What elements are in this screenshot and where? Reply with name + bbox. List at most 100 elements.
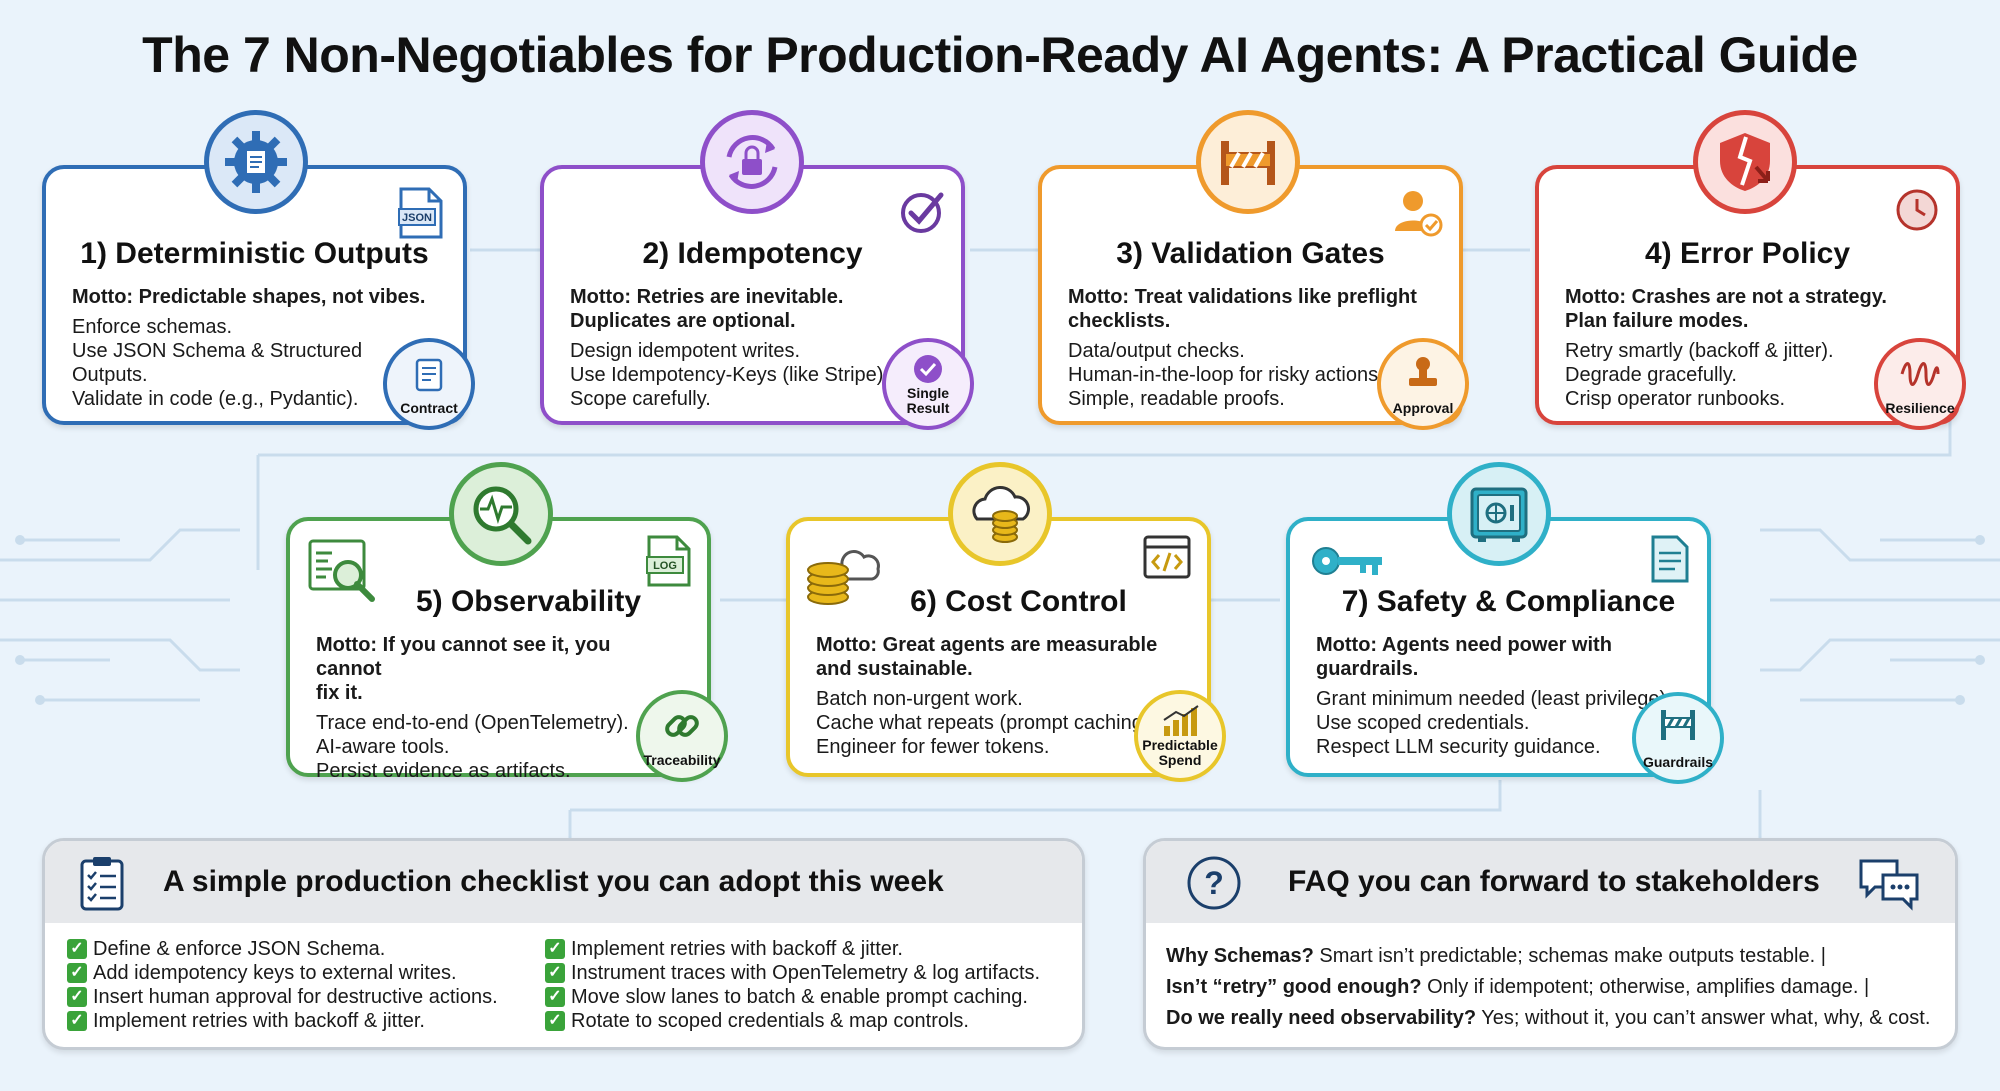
card-line: Respect LLM security guidance. bbox=[1316, 736, 1601, 758]
faq-panel: ? FAQ you can forward to stakeholders Wh… bbox=[1143, 838, 1958, 1050]
checkmark-icon: ✓ bbox=[67, 987, 87, 1007]
card-motto: and sustainable. bbox=[816, 658, 973, 680]
faq-answer: Smart isn’t predictable; schemas make ou… bbox=[1313, 945, 1826, 967]
card-line: Scope carefully. bbox=[570, 388, 711, 410]
card-motto: Duplicates are optional. bbox=[570, 310, 796, 332]
log-file-icon: LOG bbox=[645, 535, 691, 592]
checkmark-icon: ✓ bbox=[67, 1011, 87, 1031]
faq-item: Isn’t “retry” good enough? Only if idemp… bbox=[1166, 972, 1946, 1003]
card-line: Retry smartly (backoff & jitter). bbox=[1565, 340, 1834, 362]
faq-answer: Yes; without it, you can’t answer what, … bbox=[1476, 1007, 1931, 1029]
json-file-icon: JSON bbox=[397, 187, 443, 244]
badge-label: Resilience bbox=[1885, 400, 1955, 416]
card-safety-compliance: 7) Safety & Compliance Motto: Agents nee… bbox=[1286, 517, 1711, 777]
resilience-badge: Resilience bbox=[1874, 338, 1966, 430]
refresh-lock-icon bbox=[700, 110, 804, 214]
check-badge-icon bbox=[914, 355, 942, 383]
card-motto: Motto: If you cannot see it, you cannot bbox=[316, 634, 611, 680]
card-line: Engineer for fewer tokens. bbox=[816, 736, 1050, 758]
checklist-item: ✓Move slow lanes to batch & enable promp… bbox=[545, 985, 1082, 1009]
barrier-gate-icon bbox=[1196, 110, 1300, 214]
card-line: Trace end-to-end (OpenTelemetry). bbox=[316, 712, 629, 734]
card-motto: guardrails. bbox=[1316, 658, 1419, 680]
card-title: 6) Cost Control bbox=[910, 585, 1127, 618]
key-icon bbox=[1310, 541, 1386, 586]
card-title: 4) Error Policy bbox=[1644, 237, 1851, 270]
checkmark-circle-icon bbox=[899, 187, 947, 240]
card-line: Use scoped credentials. bbox=[1316, 712, 1530, 734]
checkmark-icon: ✓ bbox=[545, 987, 565, 1007]
stamp-icon bbox=[1409, 357, 1437, 386]
barrier-icon bbox=[1661, 710, 1695, 740]
checklist-item: ✓Insert human approval for destructive a… bbox=[67, 985, 537, 1009]
svg-text:JSON: JSON bbox=[402, 212, 432, 224]
card-line: Outputs. bbox=[72, 364, 148, 386]
cloud-coins-icon bbox=[948, 462, 1052, 566]
card-line: Design idempotent writes. bbox=[570, 340, 801, 362]
checkmark-icon: ✓ bbox=[545, 963, 565, 983]
clipboard-icon bbox=[79, 855, 125, 916]
checklist-title: A simple production checklist you can ad… bbox=[163, 865, 944, 898]
card-line: Use JSON Schema & Structured bbox=[72, 340, 363, 362]
checkmark-icon: ✓ bbox=[67, 963, 87, 983]
spring-icon bbox=[1900, 362, 1940, 386]
checklist-item: ✓Instrument traces with OpenTelemetry & … bbox=[545, 961, 1082, 985]
faq-answer: Only if idempotent; otherwise, amplifies… bbox=[1421, 976, 1870, 998]
single-result-badge: Single Result bbox=[882, 338, 974, 430]
badge-label: Traceability bbox=[643, 752, 721, 768]
card-title: 5) Observability bbox=[415, 585, 642, 618]
faq-title: FAQ you can forward to stakeholders bbox=[1288, 865, 1820, 898]
card-line: Simple, readable proofs. bbox=[1068, 388, 1285, 410]
checkmark-icon: ✓ bbox=[545, 1011, 565, 1031]
faq-question: Isn’t “retry” good enough? bbox=[1166, 976, 1422, 998]
card-motto: Motto: Crashes are not a strategy. bbox=[1565, 286, 1887, 308]
card-line: AI-aware tools. bbox=[316, 736, 450, 758]
user-check-icon bbox=[1393, 187, 1443, 242]
card-motto: Plan failure modes. bbox=[1565, 310, 1749, 332]
chain-link-icon bbox=[665, 715, 699, 737]
card-title: 3) Validation Gates bbox=[1116, 237, 1385, 270]
card-motto: fix it. bbox=[316, 682, 363, 704]
document-icon bbox=[1649, 535, 1689, 588]
badge-label: Guardrails bbox=[1642, 754, 1714, 770]
coins-cloud-icon bbox=[806, 543, 882, 612]
chat-bubbles-icon bbox=[1857, 855, 1921, 916]
checkmark-icon: ✓ bbox=[545, 939, 565, 959]
checklist-panel: A simple production checklist you can ad… bbox=[42, 838, 1085, 1050]
predictable-spend-badge: Predictable Spend bbox=[1134, 690, 1226, 782]
card-motto: Motto: Treat validations like preflight bbox=[1068, 286, 1417, 308]
card-line: Crisp operator runbooks. bbox=[1565, 388, 1786, 410]
faq-item: Why Schemas? Smart isn’t predictable; sc… bbox=[1166, 941, 1946, 972]
card-error-policy: 4) Error Policy Motto: Crashes are not a… bbox=[1535, 165, 1960, 425]
card-motto: Motto: Retries are inevitable. bbox=[570, 286, 844, 308]
dashboard-magnifier-icon bbox=[308, 539, 378, 610]
svg-text:?: ? bbox=[1204, 865, 1224, 901]
checklist-item: ✓Implement retries with backoff & jitter… bbox=[545, 937, 1082, 961]
badge-label: Spend bbox=[1158, 752, 1202, 768]
clock-icon bbox=[1894, 187, 1940, 238]
bar-growth-icon bbox=[1163, 705, 1199, 736]
badge-label: Single bbox=[906, 385, 949, 401]
card-line: Batch non-urgent work. bbox=[816, 688, 1023, 710]
card-line: Data/output checks. bbox=[1068, 340, 1245, 362]
faq-item: Do we really need observability? Yes; wi… bbox=[1166, 1003, 1946, 1034]
checkmark-icon: ✓ bbox=[67, 939, 87, 959]
card-observability: 5) Observability Motto: If you cannot se… bbox=[286, 517, 711, 782]
contract-badge: Contract bbox=[383, 338, 475, 430]
page-title: The 7 Non-Negotiables for Production-Rea… bbox=[142, 27, 1858, 83]
question-icon: ? bbox=[1186, 855, 1242, 916]
card-line: Grant minimum needed (least privilege). bbox=[1316, 688, 1672, 710]
faq-question: Why Schemas? bbox=[1166, 945, 1314, 967]
badge-label: Result bbox=[906, 400, 950, 416]
code-window-icon bbox=[1143, 535, 1191, 584]
checklist-item: ✓Rotate to scoped credentials & map cont… bbox=[545, 1009, 1082, 1033]
faq-header bbox=[1146, 841, 1955, 923]
approval-badge: Approval bbox=[1377, 338, 1469, 430]
broken-shield-icon bbox=[1693, 110, 1797, 214]
checklist-item: ✓Implement retries with backoff & jitter… bbox=[67, 1009, 537, 1033]
card-motto: Motto: Great agents are measurable bbox=[816, 634, 1158, 656]
card-line: Validate in code (e.g., Pydantic). bbox=[72, 388, 359, 410]
faq-question: Do we really need observability? bbox=[1166, 1007, 1477, 1029]
badge-label: Approval bbox=[1392, 400, 1454, 416]
